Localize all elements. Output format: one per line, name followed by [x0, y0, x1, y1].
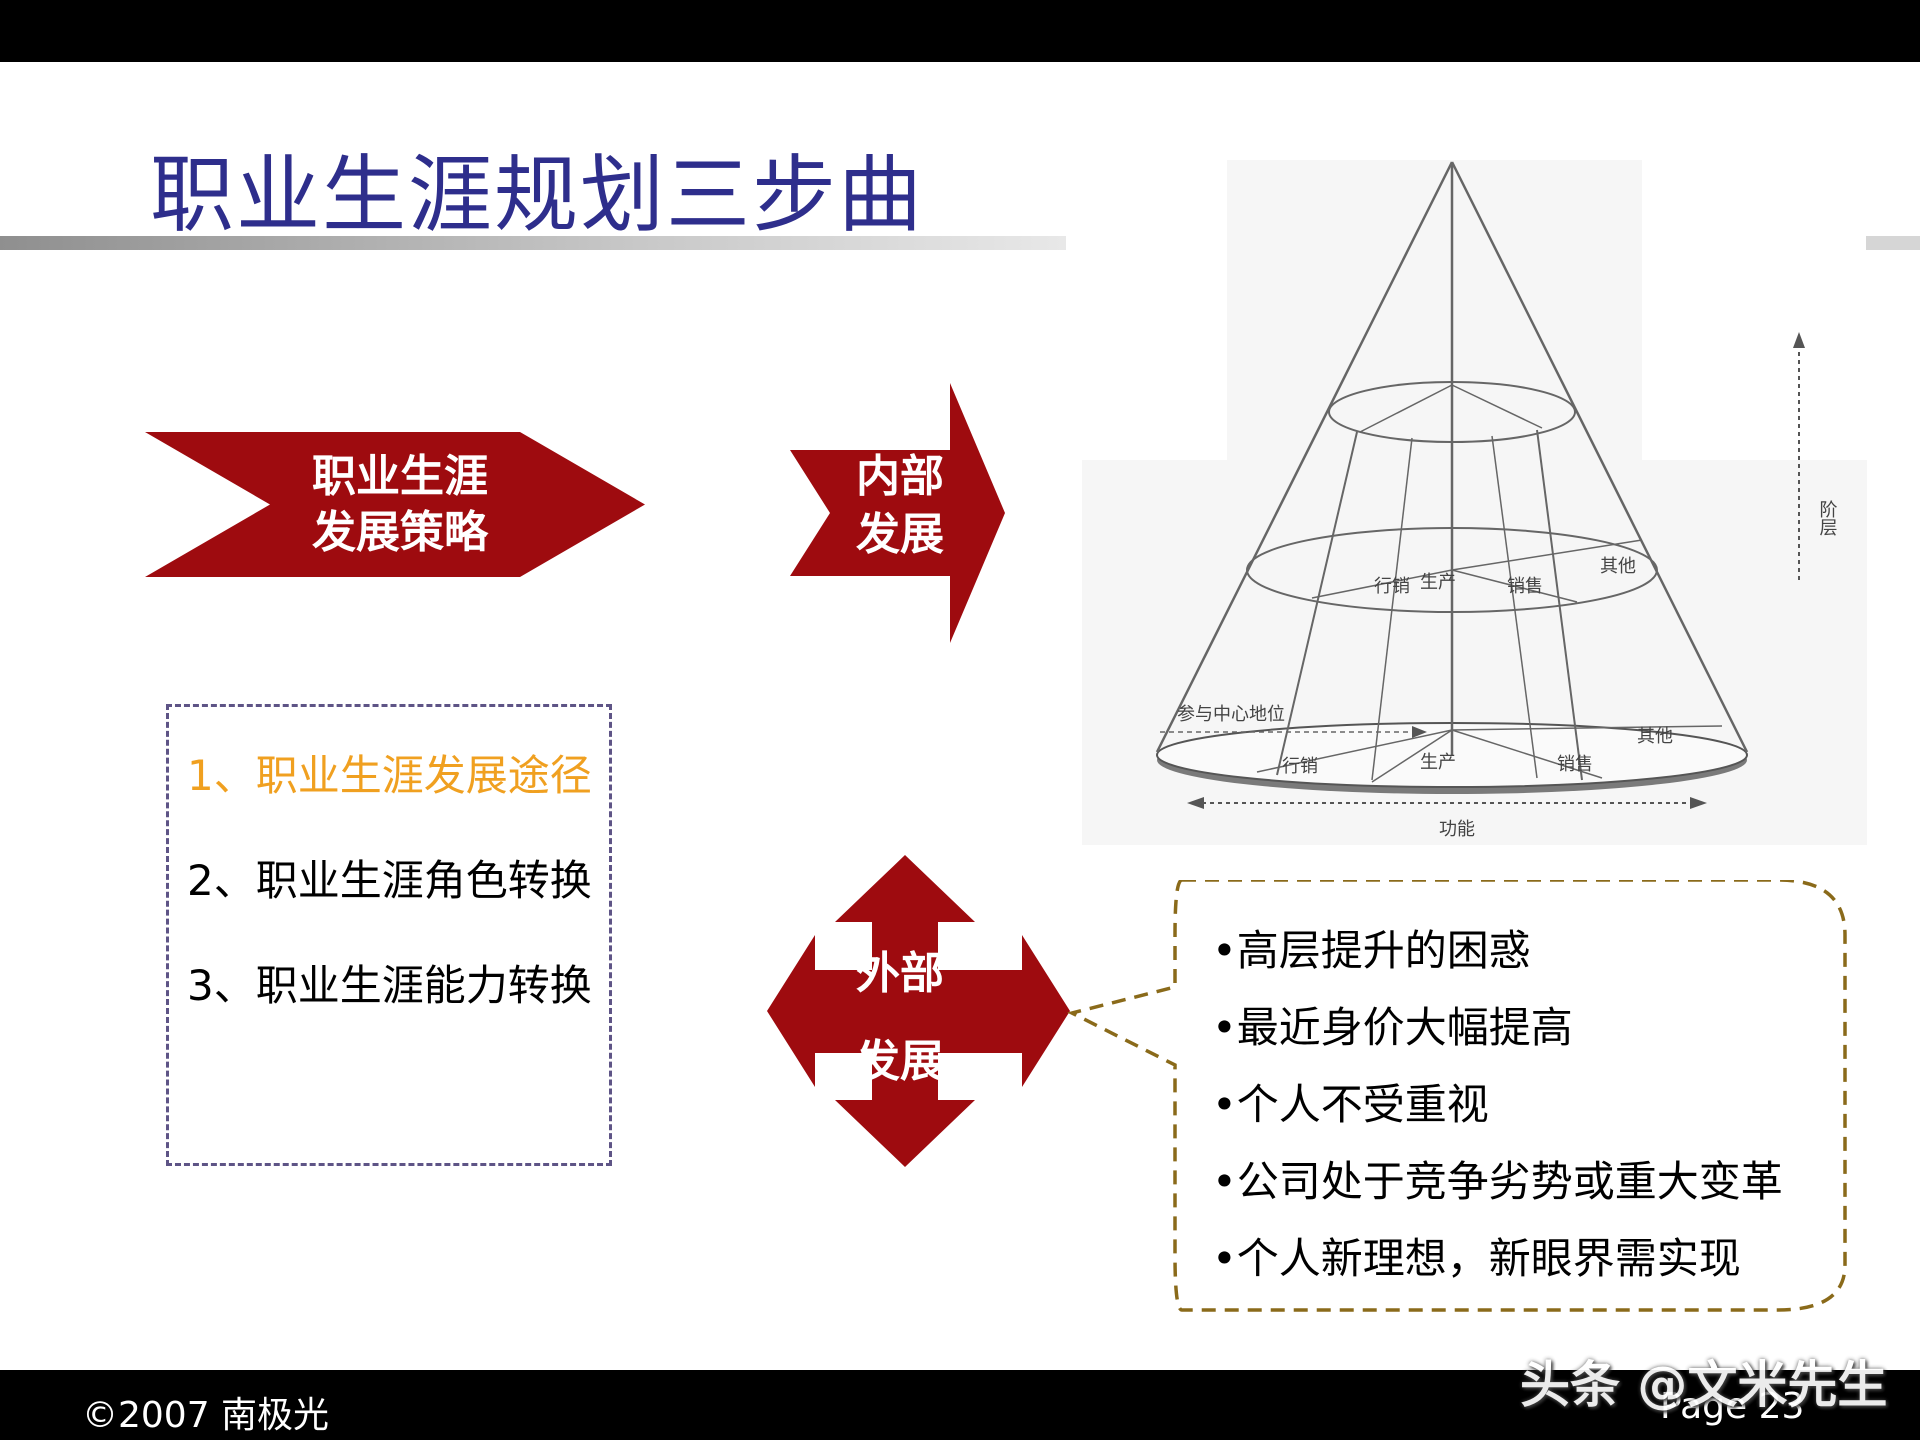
- reason-item: •个人不受重视: [1212, 1080, 1489, 1129]
- vertical-axis-label: 阶层: [1817, 500, 1838, 536]
- reason-item: •最近身价大幅提高: [1212, 1003, 1573, 1052]
- external-development-cross: [767, 855, 1070, 1167]
- step-item-1: 1、职业生涯发展途径: [187, 751, 592, 800]
- step-item-3: 3、职业生涯能力转换: [187, 961, 592, 1010]
- base-ring-label-4: 其他: [1637, 726, 1673, 747]
- step-item-2: 2、职业生涯角色转换: [187, 856, 592, 905]
- page-number: Page 23: [1660, 1386, 1805, 1427]
- reasons-callout: [1067, 880, 1847, 1312]
- reason-item: •公司处于竞争劣势或重大变革: [1212, 1157, 1783, 1206]
- base-ring-label-2: 生产: [1420, 752, 1456, 773]
- career-cone-diagram: 行销 生产 销售 其他 参与中心地位 行销 生产 销售 其他 功能 阶层: [1082, 160, 1867, 845]
- footer-bar: [0, 1370, 1920, 1440]
- mid-ring-label-1: 行销: [1374, 576, 1410, 597]
- mid-ring-label-3: 销售: [1507, 576, 1543, 597]
- footer-copyright: ©2007 南极光: [82, 1395, 330, 1436]
- center-arrow-label: 参与中心地位: [1177, 704, 1285, 725]
- page-title: 职业生涯规划三步曲: [150, 146, 925, 244]
- base-ring-label-3: 销售: [1557, 754, 1593, 775]
- base-ring-label-1: 行销: [1282, 756, 1318, 777]
- mid-ring-label-4: 其他: [1600, 556, 1636, 577]
- internal-development-arrow: [790, 383, 1005, 643]
- title-divider-right: [1866, 236, 1920, 250]
- steps-list: 1、职业生涯发展途径 2、职业生涯角色转换 3、职业生涯能力转换: [166, 704, 612, 1166]
- strategy-banner: [145, 432, 645, 577]
- top-black-bar: [0, 0, 1920, 62]
- reason-item: •个人新理想，新眼界需实现: [1212, 1234, 1741, 1283]
- reason-item: •高层提升的困惑: [1212, 926, 1531, 975]
- reasons-list: •高层提升的困惑 •最近身价大幅提高 •个人不受重视 •公司处于竞争劣势或重大变…: [1212, 912, 1783, 1297]
- title-divider: [0, 236, 1066, 250]
- horizontal-axis-label: 功能: [1439, 819, 1475, 840]
- watermark: 头条 @文米先生: [1520, 1356, 1888, 1414]
- mid-ring-label-2: 生产: [1420, 572, 1456, 593]
